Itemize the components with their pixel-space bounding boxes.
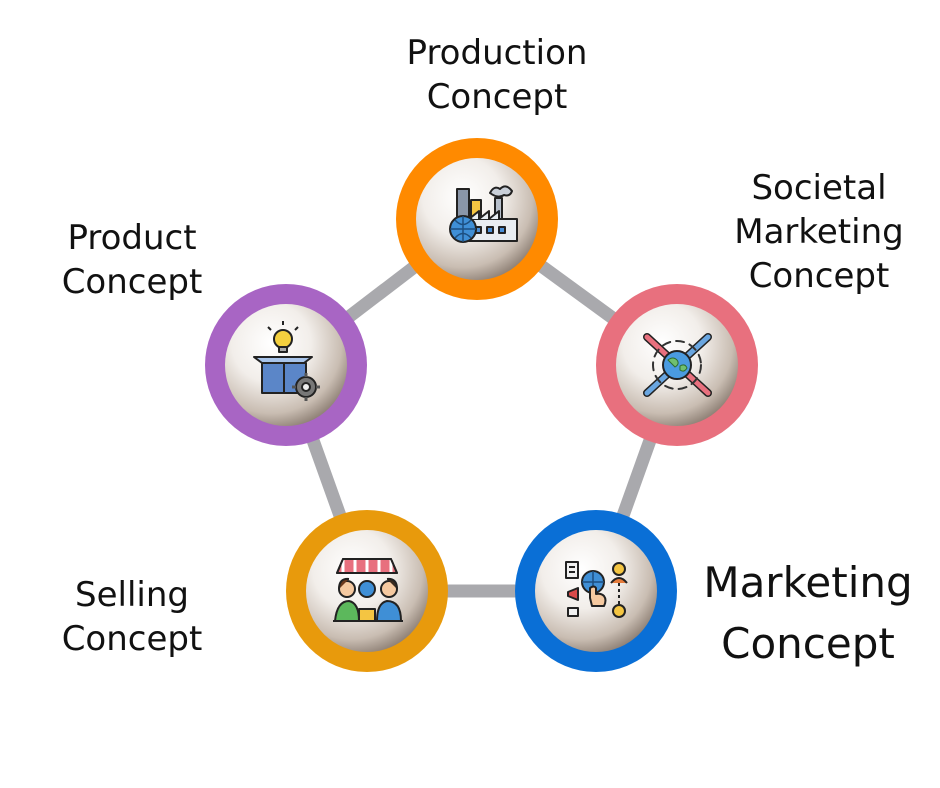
node-societal — [596, 284, 758, 446]
label-production: Production Concept — [377, 31, 617, 119]
label-selling: Selling Concept — [32, 573, 232, 661]
factory-globe-icon — [449, 185, 518, 243]
label-societal-line3: Concept — [748, 256, 890, 297]
digital-marketing-touch-icon — [565, 561, 628, 618]
market-stall-customers-icon — [333, 558, 403, 622]
box-bulb-gear-icon — [253, 321, 320, 401]
node-production — [396, 138, 558, 300]
node-marketing — [515, 510, 677, 672]
label-marketing-line1: Marketing — [703, 558, 913, 607]
label-product-line2: Concept — [61, 262, 203, 303]
label-societal-line1: Societal — [751, 168, 887, 208]
label-product: Product Concept — [32, 216, 232, 304]
label-societal-line2: Marketing — [734, 212, 904, 253]
label-production-line2: Concept — [426, 77, 568, 118]
node-selling — [286, 510, 448, 672]
node-product — [205, 284, 367, 446]
label-selling-line1: Selling — [75, 575, 189, 615]
globe-crossed-pencils-icon — [643, 333, 712, 397]
label-marketing-line2: Concept — [721, 618, 895, 668]
label-production-line1: Production — [406, 33, 588, 73]
label-societal: Societal Marketing Concept — [714, 166, 924, 299]
label-marketing: Marketing Concept — [686, 553, 930, 675]
label-selling-line2: Concept — [61, 619, 203, 660]
label-product-line1: Product — [67, 218, 197, 258]
